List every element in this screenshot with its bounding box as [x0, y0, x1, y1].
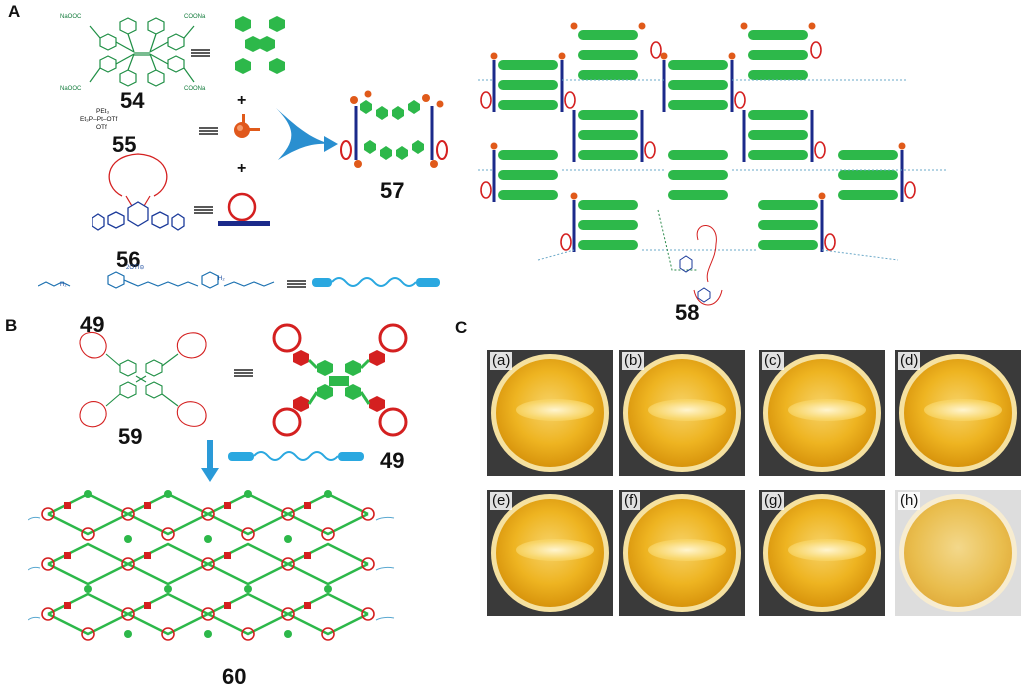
photo-label-g: (g) [762, 492, 785, 510]
plus-sign: + [237, 92, 247, 109]
metallacage-57 [340, 90, 448, 168]
compound-55-label: 55 [112, 132, 137, 157]
panel-label-c: C [455, 318, 468, 337]
h2-label-right: H₂ [218, 276, 225, 282]
compound-56-label: 56 [116, 247, 141, 272]
photo-c: (c) [759, 350, 885, 476]
photo-g: (g) [759, 490, 885, 616]
panel-label-a: A [8, 2, 21, 21]
compound-59-cartoon [272, 323, 408, 437]
coona-label-bottom: COONa [184, 86, 206, 92]
photo-h: (h) [895, 490, 1021, 616]
reaction-arrow [276, 108, 338, 160]
guest-49-cartoon [312, 277, 440, 287]
photo-f: (f) [619, 490, 745, 616]
photo-label-a: (a) [490, 352, 513, 370]
photo-label-b: (b) [622, 352, 645, 370]
photo-label-c: (c) [762, 352, 784, 370]
naooc-label-bottom: NaOOC [60, 86, 82, 92]
compound-59-label: 59 [118, 424, 143, 449]
compound-59-structure [79, 331, 207, 428]
photo-label-f: (f) [622, 492, 641, 510]
photo-label-e: (e) [490, 492, 513, 510]
compound-56-structure [92, 153, 185, 231]
compound-60-label: 60 [222, 664, 247, 689]
compound-49-structure [38, 271, 275, 289]
pet3-label: PEt₃ [96, 108, 110, 115]
plus-sign: + [237, 160, 247, 177]
equivalence-symbol [194, 206, 213, 214]
compound-54-structure [89, 17, 195, 87]
equivalence-symbol [234, 369, 253, 377]
supramolecular-network-58 [478, 22, 948, 306]
photo-label-d: (d) [898, 352, 921, 370]
otf-counterion-label: 2OTf⊝ [126, 265, 145, 271]
equivalence-symbol [287, 280, 306, 288]
compound-57-label: 57 [380, 178, 405, 203]
equivalence-symbol [191, 49, 210, 57]
supramolecular-network-60 [28, 490, 395, 641]
photo-b: (b) [619, 350, 745, 476]
photo-e: (e) [487, 490, 613, 616]
platinum-node-cartoon [234, 114, 260, 138]
otf-label: OTf [96, 124, 107, 131]
tetraphenylethylene-cartoon [235, 16, 285, 74]
crown-ether-cartoon [218, 192, 270, 226]
photo-d: (d) [895, 350, 1021, 476]
compound-49-label-b: 49 [380, 448, 405, 473]
down-arrow [201, 440, 219, 482]
photo-label-h: (h) [898, 492, 921, 510]
pt-label: Et₃P–Pt–OTf [80, 116, 118, 123]
h2-label-left: H₂ [60, 282, 67, 288]
compound-54-label: 54 [120, 88, 145, 113]
naooc-label-top: NaOOC [60, 14, 82, 20]
photo-a: (a) [487, 350, 613, 476]
guest-49-cartoon-b [228, 451, 364, 461]
panel-label-b: B [5, 316, 18, 335]
compound-58-label: 58 [675, 300, 700, 325]
coona-label-top: COONa [184, 14, 206, 20]
equivalence-symbol [199, 127, 218, 135]
